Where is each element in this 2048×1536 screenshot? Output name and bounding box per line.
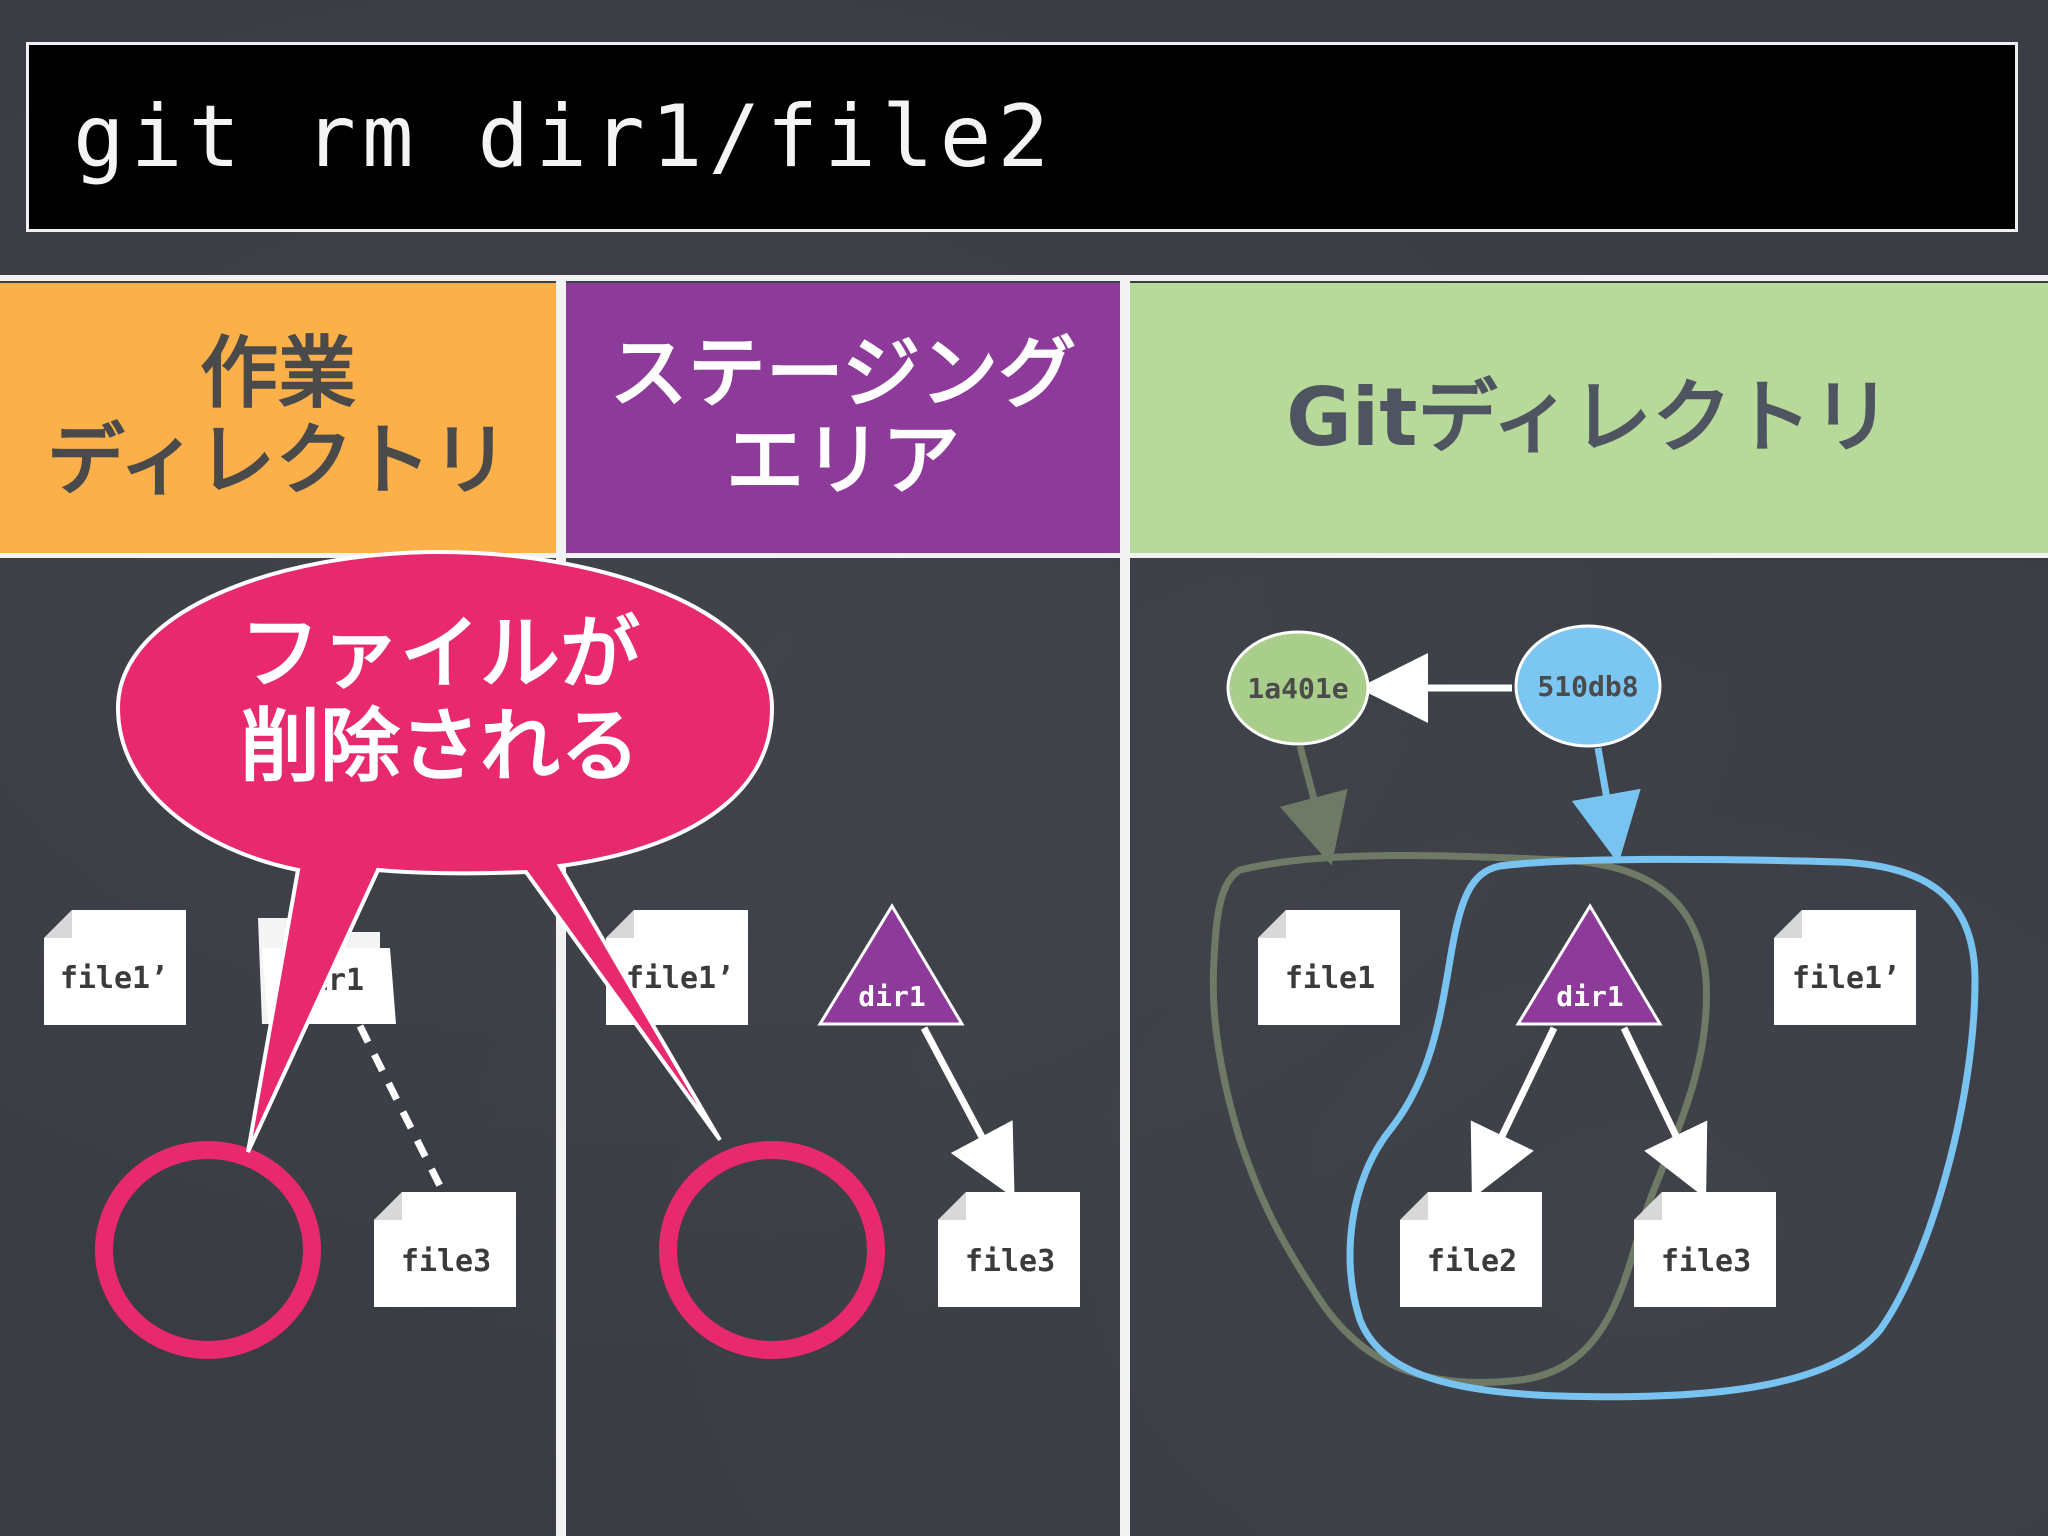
working-deleted-marker	[95, 1141, 321, 1359]
callout-line1: ファイルが	[240, 607, 640, 700]
divider-column-2	[1120, 275, 1130, 1536]
git-file3-label: file3	[1661, 1244, 1751, 1279]
divider-under-headers	[0, 553, 2048, 558]
git-file1-icon: file1	[1258, 910, 1400, 1025]
commit-node-old	[1226, 630, 1370, 746]
old-commit-tree-arrow	[1279, 745, 1348, 866]
header-working-line1: 作業	[199, 328, 356, 419]
divider-top-line	[0, 275, 2048, 281]
staging-file1-label: file1’	[626, 961, 734, 996]
header-staging-line2: エリア	[725, 416, 960, 506]
commit-new-label: 510db8	[1537, 670, 1638, 703]
header-staging-area: ステージング エリア	[566, 283, 1120, 553]
git-file2-icon: file2	[1400, 1192, 1542, 1307]
header-git-directory: Gitディレクトリ	[1130, 283, 2048, 553]
header-staging-line1: ステージング	[609, 328, 1077, 419]
header-working-line2: ディレクトリ	[46, 416, 510, 506]
callout-bubble	[115, 549, 775, 1153]
staging-dir-arrow	[920, 1026, 1015, 1199]
commit-node-new	[1514, 624, 1662, 748]
git-file1-modified-icon: file1’	[1774, 910, 1916, 1025]
staging-dir-tree-icon: dir1	[817, 903, 965, 1026]
commit-old-label: 1a401e	[1247, 672, 1348, 705]
git-file1-label: file1	[1285, 961, 1375, 996]
git-dir-to-file3-arrow	[1620, 1026, 1708, 1199]
git-file2-label: file2	[1427, 1244, 1517, 1279]
working-file3-icon: file3	[374, 1192, 516, 1307]
git-dir-label: dir1	[1556, 980, 1623, 1013]
new-commit-tree-arrow	[1571, 747, 1641, 864]
staging-dir-label: dir1	[858, 980, 925, 1013]
callout-text: ファイルが 削除される	[160, 607, 720, 794]
git-file1-modified-label: file1’	[1792, 961, 1900, 996]
git-dir-to-file2-arrow	[1470, 1026, 1558, 1199]
git-file3-icon: file3	[1634, 1192, 1776, 1307]
staging-deleted-marker	[659, 1141, 885, 1359]
working-dir-dashed-link	[356, 1024, 444, 1188]
staging-file3-icon: file3	[938, 1192, 1080, 1307]
command-box: git rm dir1/file2	[26, 42, 2018, 232]
callout-line2: 削除される	[240, 699, 640, 793]
header-git-title: Gitディレクトリ	[1286, 371, 1892, 465]
command-text: git rm dir1/file2	[73, 87, 1056, 187]
git-dir-tree-icon: dir1	[1515, 903, 1663, 1026]
staging-file1-icon: file1’	[606, 910, 748, 1025]
new-commit-outline	[1346, 855, 1979, 1401]
staging-file3-label: file3	[965, 1244, 1055, 1279]
working-file1-icon: file1’	[44, 910, 186, 1025]
working-file1-label: file1’	[60, 961, 168, 996]
header-working-directory: 作業 ディレクトリ	[0, 283, 556, 553]
working-file3-label: file3	[401, 1244, 491, 1279]
